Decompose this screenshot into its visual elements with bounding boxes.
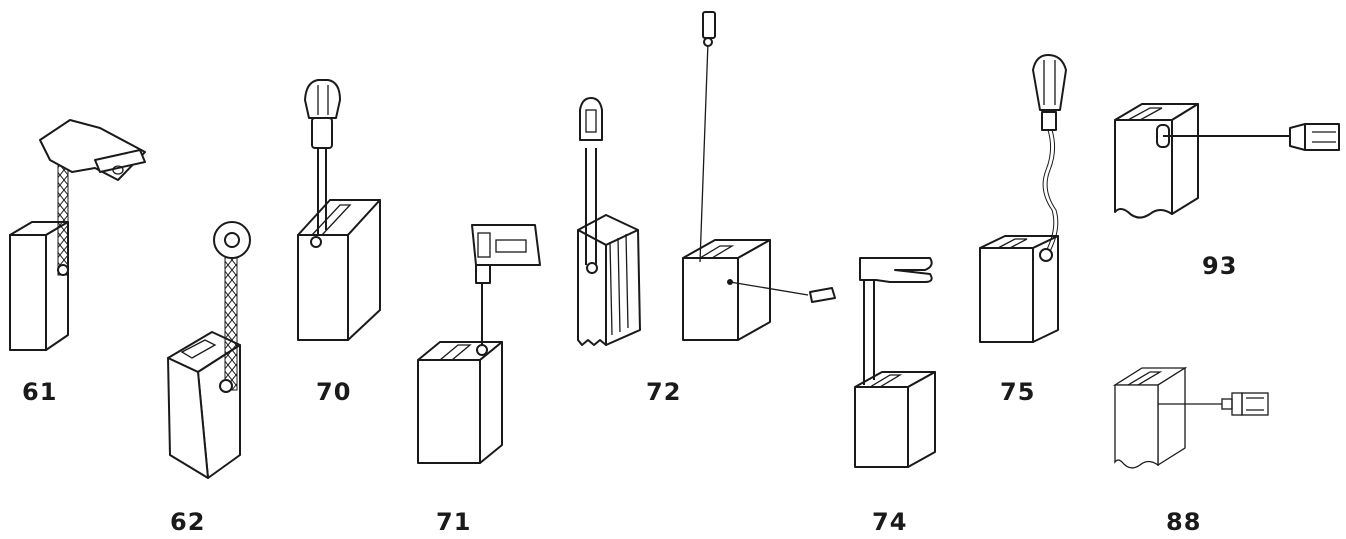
brush-75-drawing [979,54,1067,343]
brush-70-drawing [297,79,381,341]
brush-61-drawing [9,119,146,351]
item-label-74: 74 [872,508,908,536]
brush-72-right-drawing [682,11,836,341]
brush-74-drawing [854,257,936,468]
item-label-72: 72 [646,378,682,406]
brush-72-left-drawing [577,97,641,346]
item-label-71: 71 [436,508,472,536]
item-label-62: 62 [170,508,206,536]
item-label-70: 70 [316,378,352,406]
brush-93-drawing [1114,103,1340,219]
item-label-61: 61 [22,378,58,406]
brush-71-drawing [417,224,541,464]
item-label-88: 88 [1166,508,1202,536]
item-label-75: 75 [1000,378,1036,406]
brush-62-drawing [167,221,251,479]
item-label-93: 93 [1202,252,1238,280]
brush-88-drawing [1112,366,1269,469]
